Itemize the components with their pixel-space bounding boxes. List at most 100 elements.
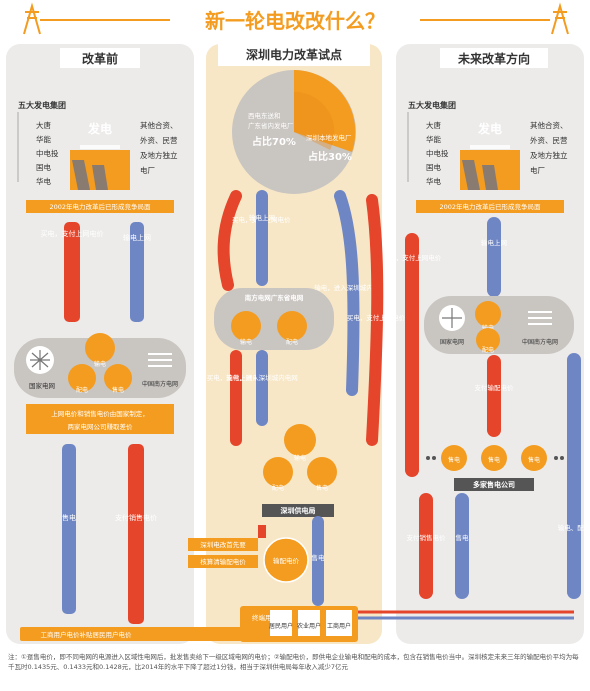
svg-text:售电: 售电	[448, 456, 460, 464]
flow-buy-center	[217, 190, 242, 291]
svg-text:配电: 配电	[76, 386, 88, 394]
right-competition-text: 2002年电力改革后已形成竞争局面	[439, 202, 541, 211]
svg-text:外资、民营: 外资、民营	[140, 135, 178, 145]
pylon-icon	[551, 2, 569, 35]
svg-text:其他合资、: 其他合资、	[140, 120, 178, 130]
flow-sell-left-label: 售电	[62, 513, 76, 522]
svg-text:售电: 售电	[528, 456, 540, 464]
svg-text:深圳电改首先要: 深圳电改首先要	[200, 540, 246, 549]
gen-badge: 发电	[87, 121, 112, 136]
flow-transmit-center-label: 输电上网	[249, 213, 275, 222]
svg-text:华能: 华能	[426, 134, 441, 144]
right-competition-banner	[416, 200, 564, 213]
svg-text:国家电网: 国家电网	[440, 338, 464, 346]
right-generation-block: 五大发电集团 大唐 华能 中电投 国电 华电 发电 其他合资、 外资、民营 及地…	[407, 100, 568, 190]
svg-text:及地方独立: 及地方独立	[140, 150, 178, 160]
dist-price-label: 输配电价	[273, 556, 300, 565]
svg-text:核算清输配电价: 核算清输配电价	[200, 557, 246, 566]
flow-buy-sz-right	[366, 194, 384, 446]
svg-text:西电东送和: 西电东送和	[248, 111, 281, 120]
left-competition-banner	[26, 200, 174, 213]
svg-text:输电: 输电	[240, 338, 252, 346]
shenzhen-label: 深圳供电局	[281, 506, 316, 515]
end-user-industry: 工商用户	[327, 622, 351, 630]
multi-sellers-label-box	[454, 478, 534, 491]
flow-pay-dist-right-label: 支付输配电价	[475, 383, 515, 392]
subsidy-text: 工商用户电价补贴居民用户电价	[41, 630, 133, 639]
flow-sell-center-label: 售电	[312, 553, 326, 562]
svg-text:配电: 配电	[482, 346, 494, 354]
svg-text:国家电网: 国家电网	[29, 381, 55, 390]
svg-text:外资、民营: 外资、民营	[530, 135, 568, 145]
page-title: 新一轮电改改什么？	[205, 9, 385, 33]
flow-transmit-sz-right-label: 输电，进入深圳城内电网	[314, 283, 386, 292]
dist-price-node	[263, 537, 309, 583]
svg-text:发电: 发电	[477, 121, 502, 136]
footnote: 注：①趸售电价，即不同电网的电源进入区域性电网后，批发售卖给下一级区域电网的电价…	[8, 653, 579, 671]
column-header-left: 改革前	[82, 51, 118, 66]
flow-buy-left-label: 买电，支付上网电价	[41, 229, 104, 238]
column-header-right: 未来改革方向	[457, 51, 530, 66]
svg-text:中国南方电网: 中国南方电网	[142, 380, 178, 388]
svg-text:华电: 华电	[36, 176, 51, 186]
svg-text:占比70%: 占比70%	[252, 135, 296, 148]
flow-transmit-sz-label: 输电，进入深圳城内电网	[226, 373, 298, 382]
svg-text:中国南方电网: 中国南方电网	[522, 338, 558, 346]
flow-transmit-left	[130, 222, 144, 322]
svg-text:输电: 输电	[94, 360, 106, 368]
flow-pay-left	[128, 444, 144, 624]
svg-text:五大发电集团: 五大发电集团	[408, 100, 456, 110]
svg-text:国电: 国电	[426, 162, 441, 172]
left-note-regulated: 上网电价和销售电价由国家制定，	[51, 409, 149, 418]
svg-text:售电: 售电	[112, 386, 124, 394]
guangdong-grid-node: 南方电网广东省电网 输电 配电	[214, 288, 334, 350]
svg-text:售电: 售电	[316, 484, 328, 492]
end-user-terminal: 终端用户	[252, 613, 278, 622]
flow-transmit-right-label: 输电上网	[481, 238, 507, 247]
pylon-icon	[23, 2, 41, 35]
svg-text:大唐: 大唐	[36, 120, 51, 130]
flow-transmit-left-label: 输电上网	[123, 233, 151, 242]
left-note-box	[26, 404, 174, 434]
flow-pay-center-label: 买电，支付上网电价	[207, 373, 266, 382]
end-user-resident: 居民用户	[269, 622, 293, 630]
end-user-agri: 农业用户	[297, 622, 321, 630]
flow-transmit-sz-right	[334, 190, 360, 396]
flow-dist-right-label: 输电、配电	[558, 523, 590, 532]
svg-text:售电: 售电	[488, 456, 500, 464]
multi-sellers-label: 多家售电公司	[473, 480, 515, 489]
flow-buy-left	[64, 222, 80, 322]
right-grid-node: 国家电网 输电 配电 中国南方电网	[424, 296, 574, 354]
flow-sell-right-label: 售电	[456, 533, 470, 542]
svg-text:输电: 输电	[294, 454, 306, 462]
svg-text:大唐: 大唐	[426, 120, 441, 130]
flow-pay-left-label: 支付销售电价	[115, 513, 157, 522]
svg-text:及地方独立: 及地方独立	[530, 150, 568, 160]
svg-text:五大发电集团: 五大发电集团	[18, 100, 66, 110]
svg-text:南方电网广东省电网: 南方电网广东省电网	[245, 293, 304, 302]
svg-text:占比30%: 占比30%	[308, 150, 352, 163]
sz-note-verify	[188, 555, 258, 568]
column-header-center: 深圳电力改革试点	[246, 47, 342, 62]
sz-note-first	[188, 538, 258, 551]
svg-text:其他合资、: 其他合资、	[530, 120, 568, 130]
svg-text:电厂: 电厂	[140, 165, 155, 175]
left-grid-node: 国家电网 输电 配电 售电 中国南方电网	[14, 333, 186, 398]
svg-text:华电: 华电	[426, 176, 441, 186]
flow-buy-right-label: 买电，支付上网电价	[383, 253, 442, 262]
svg-text:广东省内发电厂: 广东省内发电厂	[248, 121, 294, 130]
flow-buy-sz-right-label: 买电，支付上网电价	[347, 313, 406, 322]
end-users: 终端用户 居民用户 农业用户 工商用户	[240, 606, 358, 642]
svg-text:中电投: 中电投	[36, 148, 59, 158]
pie-inner-slice	[294, 70, 356, 152]
flow-pay-right-label: 支付销售电价	[407, 533, 447, 542]
svg-text:深圳本地发电厂: 深圳本地发电厂	[306, 133, 352, 142]
multi-sellers-node: 售电 售电 售电	[426, 445, 564, 471]
flow-sell-left	[62, 444, 76, 614]
svg-text:配电: 配电	[286, 338, 298, 346]
left-competition-text: 2002年电力改革后已形成竞争局面	[49, 202, 151, 211]
left-generation-block: 五大发电集团 大唐 华能 中电投 国电 华电 发电 其他合资、 外资、民营 及地…	[17, 100, 178, 190]
svg-text:华能: 华能	[36, 134, 51, 144]
